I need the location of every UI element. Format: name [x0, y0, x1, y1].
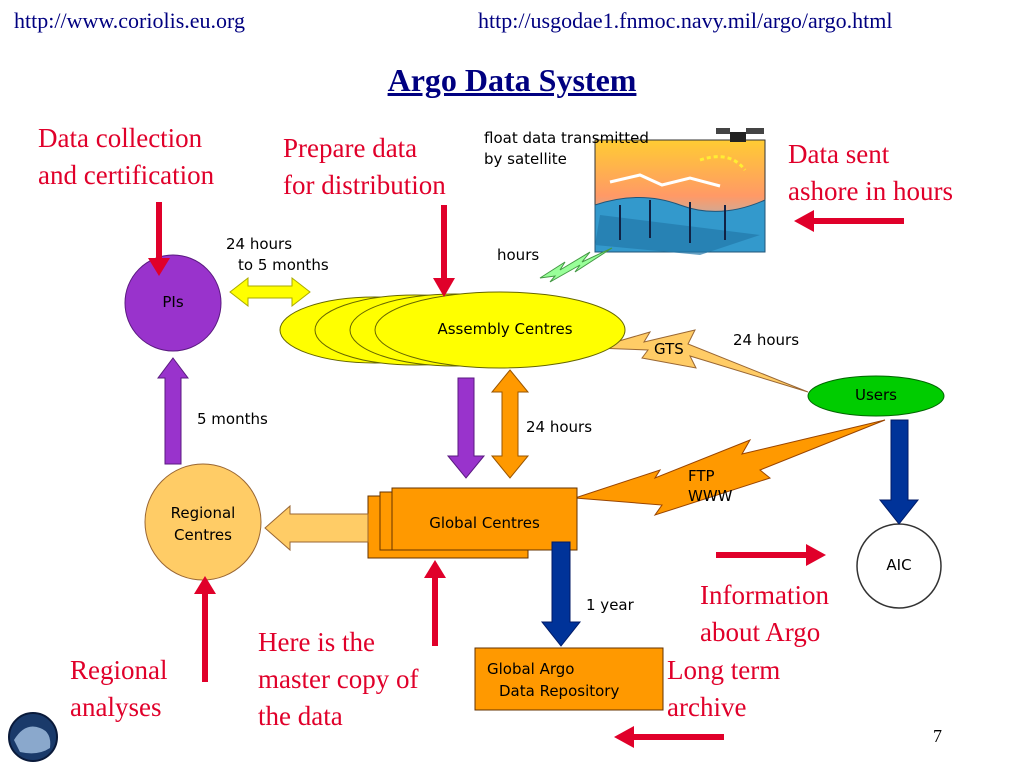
data-sent-line-1: Data sent — [788, 139, 890, 169]
long-term-line-1: Long term — [667, 655, 781, 685]
repository-node — [474, 647, 664, 711]
pis-assembly-time-line-1: 24 hours — [226, 235, 293, 253]
global-centres-node — [367, 487, 578, 559]
left-url[interactable]: http://www.coriolis.eu.org — [14, 8, 245, 33]
regional-analyses-line-1: Regional — [70, 655, 168, 685]
regional-label-line-1: Regional — [170, 504, 236, 522]
aic-label: AIC — [886, 556, 912, 574]
assembly-global-orange-arrow — [490, 369, 530, 479]
regional-pis-arrow — [157, 357, 189, 465]
assembly-global-time-label: 24 hours — [526, 418, 593, 436]
master-copy-line-3: the data — [258, 701, 343, 731]
satellite-icon — [716, 128, 764, 142]
assembly-label: Assembly Centres — [437, 320, 573, 338]
red-arrows — [148, 202, 904, 748]
data-sent-annotation: Data sent ashore in hours — [788, 136, 953, 210]
satellite-ocean-illustration — [594, 128, 766, 255]
float-data-line-2: by satellite — [484, 150, 567, 168]
gts-time-label: 24 hours — [733, 331, 800, 349]
page-title: Argo Data System — [387, 62, 637, 98]
regional-analyses-annotation: Regional analyses — [70, 652, 167, 726]
users-label: Users — [854, 386, 897, 404]
repository-label: Global Argo Data Repository — [487, 658, 619, 702]
pis-assembly-time-line-2: to 5 months — [238, 256, 329, 274]
global-repository-arrow — [540, 541, 582, 647]
information-annotation: Information about Argo — [700, 577, 829, 651]
float-data-label: float data transmitted by satellite — [484, 128, 649, 170]
master-copy-annotation: Here is the master copy of the data — [258, 624, 418, 735]
information-line-1: Information — [700, 580, 829, 610]
one-year-label: 1 year — [586, 596, 634, 614]
master-copy-line-1: Here is the — [258, 627, 375, 657]
gts-bolt — [594, 329, 809, 393]
users-node — [807, 375, 945, 417]
prepare-data-annotation: Prepare data for distribution — [283, 130, 446, 204]
red-arrow-prepare-data — [433, 205, 455, 297]
regional-label-line-2: Centres — [174, 526, 232, 544]
ftp-label: FTP WWW — [688, 466, 733, 506]
global-regional-arrow — [264, 504, 369, 552]
long-term-line-2: archive — [667, 692, 747, 722]
red-arrow-master-copy — [424, 560, 446, 646]
page-number: 7 — [933, 726, 942, 746]
float-data-line-1: float data transmitted — [484, 129, 649, 147]
right-url[interactable]: http://usgodae1.fnmoc.navy.mil/argo/argo… — [478, 8, 893, 33]
repository-label-line-2: Data Repository — [499, 682, 620, 700]
prepare-data-line-1: Prepare data — [283, 133, 418, 163]
pis-node — [124, 254, 222, 352]
users-aic-arrow — [878, 419, 920, 525]
red-arrow-regional-analyses — [194, 576, 216, 682]
pis-assembly-time-label: 24 hours to 5 months — [226, 234, 329, 276]
logo-icon — [8, 712, 58, 762]
data-sent-line-2: ashore in hours — [788, 176, 953, 206]
assembly-global-purple-arrow — [446, 377, 486, 479]
assembly-centres-node — [279, 291, 626, 369]
prepare-data-line-2: for distribution — [283, 170, 446, 200]
repository-label-line-1: Global Argo — [487, 660, 575, 678]
gts-label: GTS — [654, 340, 684, 358]
ftp-bolt — [574, 419, 886, 516]
hours-label: hours — [497, 246, 540, 264]
hours-bolt — [539, 247, 613, 283]
ftp-line-1: FTP — [688, 467, 715, 485]
data-collection-line-2: and certification — [38, 160, 215, 190]
global-label: Global Centres — [429, 514, 540, 532]
pis-assembly-arrow — [229, 276, 311, 308]
red-arrow-data-collection — [148, 202, 170, 276]
data-collection-annotation: Data collection and certification — [38, 120, 214, 194]
five-months-label: 5 months — [197, 410, 268, 428]
regional-label: Regional Centres — [145, 502, 261, 546]
red-arrow-information — [716, 544, 826, 566]
regional-analyses-line-2: analyses — [70, 692, 162, 722]
red-arrow-data-sent — [794, 210, 904, 232]
data-collection-line-1: Data collection — [38, 123, 203, 153]
master-copy-line-2: master copy of — [258, 664, 419, 694]
information-line-2: about Argo — [700, 617, 821, 647]
ftp-line-2: WWW — [688, 487, 733, 505]
red-arrow-long-term — [614, 726, 724, 748]
long-term-annotation: Long term archive — [667, 652, 780, 726]
pis-label: PIs — [162, 293, 184, 311]
